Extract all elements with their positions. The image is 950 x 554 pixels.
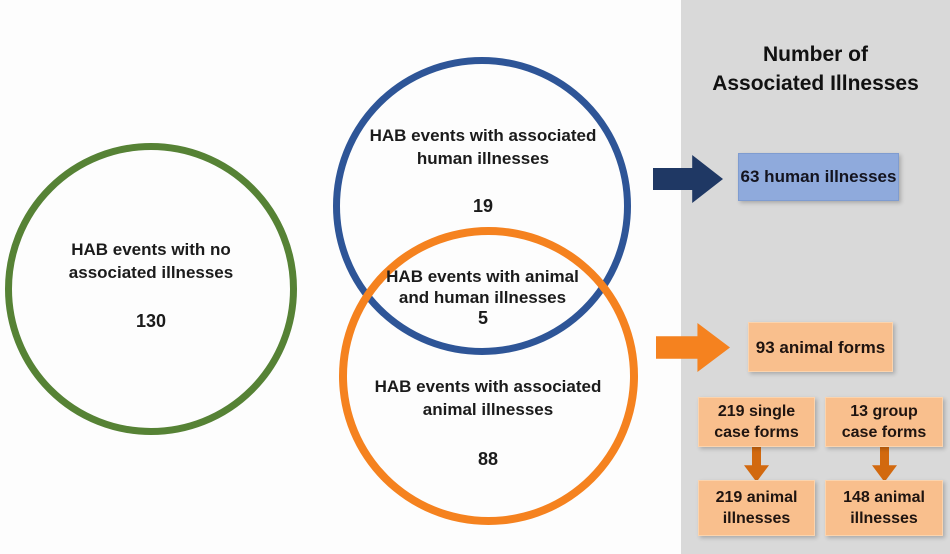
venn-circle-no-illness	[5, 143, 297, 435]
associated-illnesses-panel	[681, 0, 950, 554]
group-animal-illnesses-box: 148 animal illnesses	[825, 480, 943, 536]
both-illness-label: HAB events with animal and human illness…	[386, 267, 579, 307]
panel-title: Number of Associated Illnesses	[712, 43, 919, 95]
human-illnesses-box: 63 human illnesses	[738, 153, 899, 201]
single-animal-illnesses-box: 219 animal illnesses	[698, 480, 815, 536]
no-illness-label: HAB events with no associated illnesses	[68, 240, 234, 282]
human-illness-count: 19	[472, 196, 494, 216]
group-case-forms-box: 13 group case forms	[825, 397, 943, 447]
animal-illness-count: 88	[477, 449, 499, 469]
human-illness-label: HAB events with associated human illness…	[369, 126, 597, 168]
animal-forms-box: 93 animal forms	[748, 322, 893, 372]
venn-circle-animal-illness	[339, 227, 638, 525]
no-illness-count: 130	[135, 311, 167, 331]
single-case-forms-box: 219 single case forms	[698, 397, 815, 447]
both-illness-count: 5	[477, 308, 488, 328]
animal-illness-label: HAB events with associated animal illnes…	[374, 377, 602, 419]
